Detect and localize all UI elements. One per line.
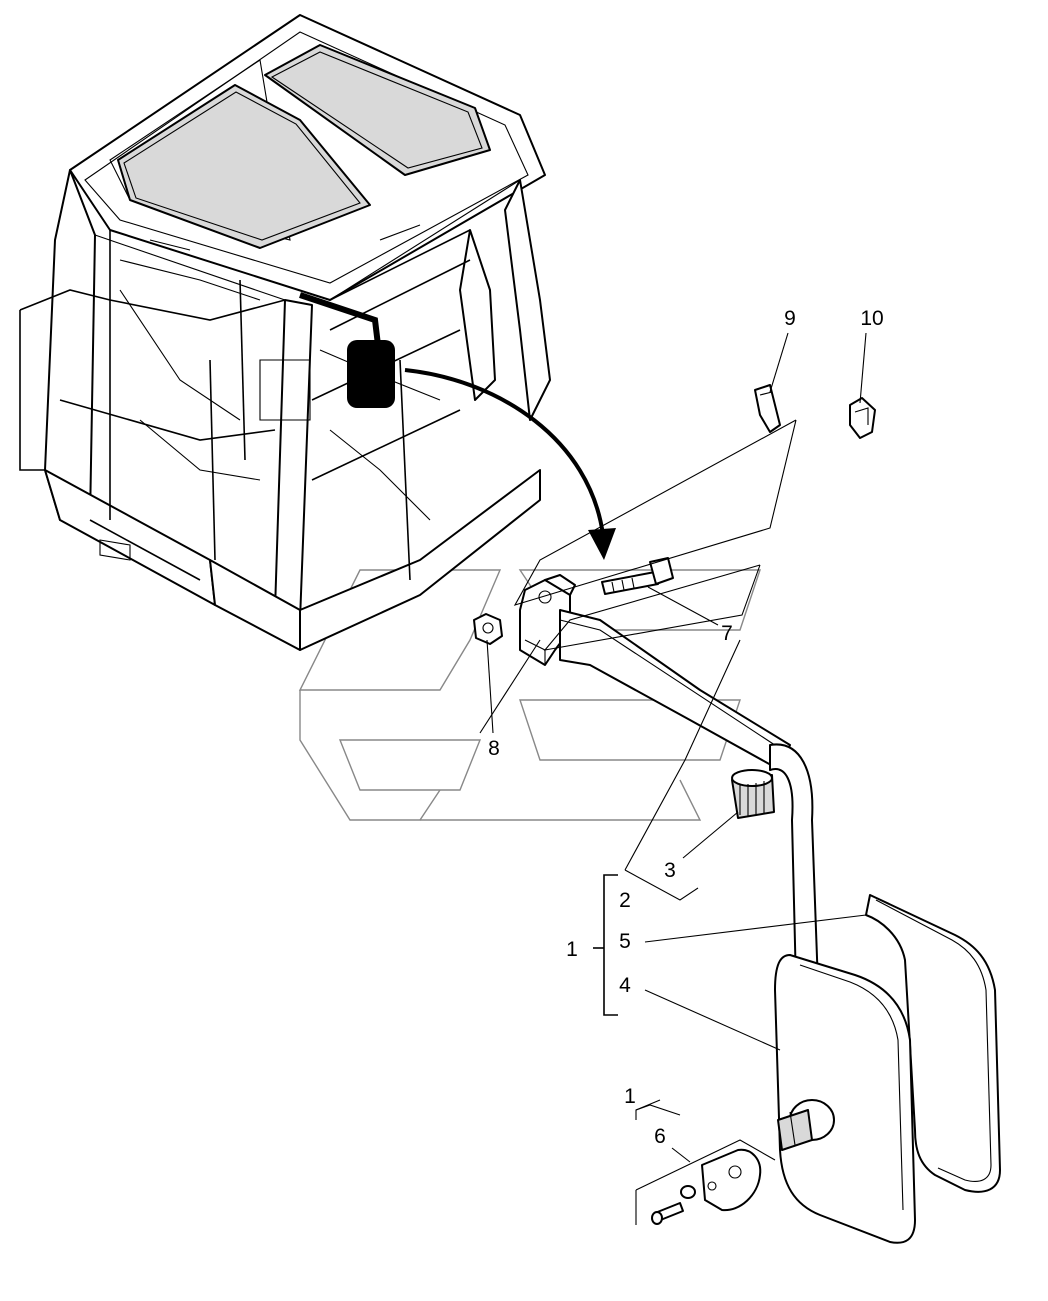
highlighted-mirror-icon (299, 292, 395, 408)
bracket-clip-part-9 (754, 384, 781, 433)
nut-part-8 (473, 613, 503, 645)
curved-arrow-icon (404, 368, 616, 560)
callout-1-bottom: 1 (624, 1085, 636, 1108)
callout-4: 4 (619, 974, 631, 997)
callout-7: 7 (721, 622, 733, 645)
callout-10: 10 (860, 307, 883, 330)
bolt-part-7 (601, 557, 674, 595)
tractor-cab-icon (19, 14, 551, 651)
callout-5: 5 (619, 930, 631, 953)
callout-8: 8 (488, 737, 500, 760)
mirror-arm (559, 609, 819, 986)
mirror-mount-block (519, 574, 576, 666)
callout-2: 2 (619, 889, 631, 912)
swivel-knob-part-3 (731, 769, 775, 819)
callout-3: 3 (664, 859, 676, 882)
mirror-housing-part-4 (774, 954, 916, 1244)
bracket-part-6 (651, 1148, 762, 1225)
clip-part-10 (849, 397, 876, 439)
callout-6: 6 (654, 1125, 666, 1148)
callout-9: 9 (784, 307, 796, 330)
leader-lines (479, 332, 867, 1225)
mirror-glass-part-5 (865, 894, 1001, 1193)
callout-1-top: 1 (566, 938, 578, 961)
